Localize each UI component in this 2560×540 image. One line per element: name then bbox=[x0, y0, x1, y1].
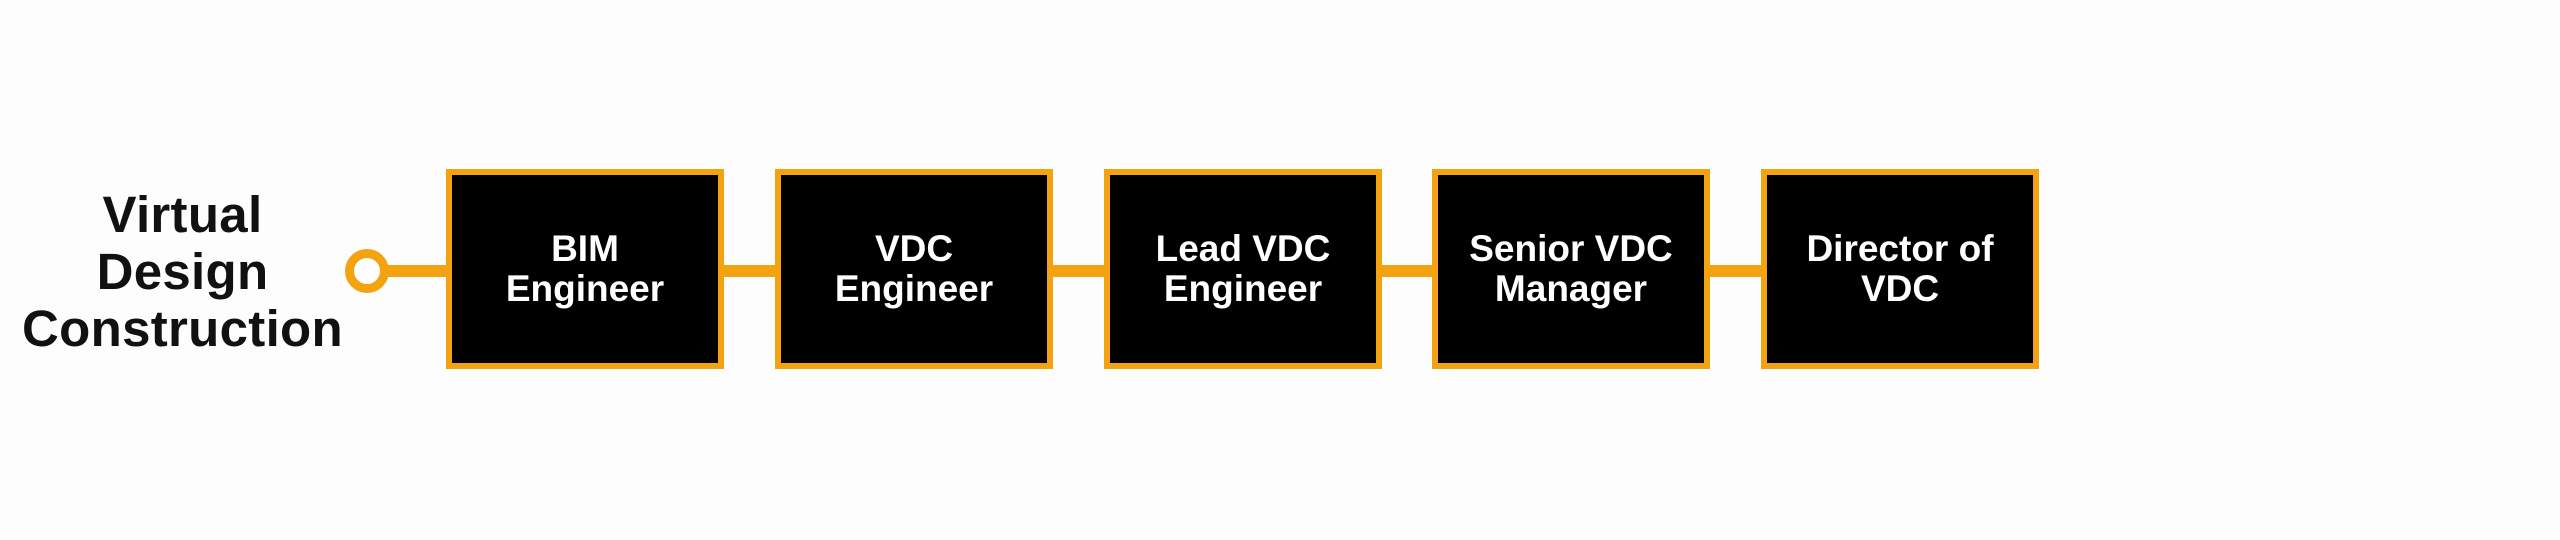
path-connector bbox=[1380, 265, 1442, 277]
role-box-director-of-vdc[interactable]: Director of VDC bbox=[1761, 169, 2039, 369]
role-box-lead-vdc-engineer[interactable]: Lead VDC Engineer bbox=[1104, 169, 1382, 369]
role-label: VDC Engineer bbox=[834, 228, 994, 309]
career-track-title: Virtual Design Construction bbox=[0, 186, 365, 357]
track-title-line: Design bbox=[96, 243, 269, 300]
path-connector bbox=[1050, 265, 1112, 277]
path-connector bbox=[1708, 265, 1770, 277]
role-label: Senior VDC Manager bbox=[1469, 228, 1673, 309]
role-box-senior-vdc-manager[interactable]: Senior VDC Manager bbox=[1432, 169, 1710, 369]
role-label: Director of VDC bbox=[1806, 228, 1994, 309]
role-box-vdc-engineer[interactable]: VDC Engineer bbox=[775, 169, 1053, 369]
track-title-line: Virtual bbox=[102, 186, 263, 243]
path-start-node bbox=[345, 249, 389, 293]
role-label: BIM Engineer bbox=[505, 228, 665, 309]
role-label: Lead VDC Engineer bbox=[1155, 228, 1331, 309]
path-connector bbox=[722, 265, 784, 277]
role-box-bim-engineer[interactable]: BIM Engineer bbox=[446, 169, 724, 369]
path-connector bbox=[385, 265, 450, 277]
track-title-line: Construction bbox=[22, 300, 343, 357]
